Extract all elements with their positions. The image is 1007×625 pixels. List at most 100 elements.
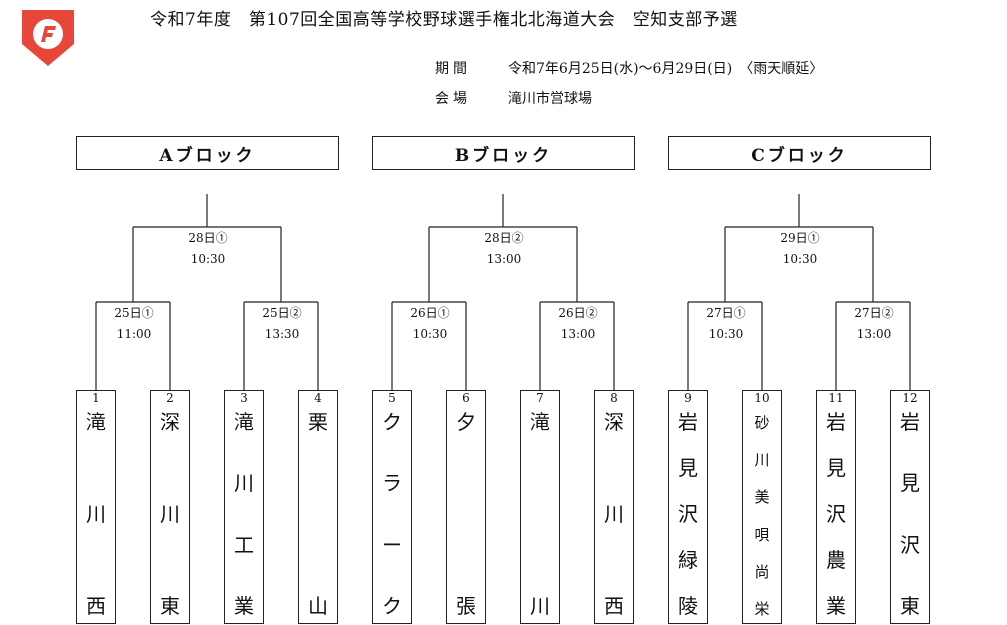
- game-label-semi-b2: 26日② 13:00: [533, 303, 623, 345]
- team-name-char: 岩: [678, 410, 698, 434]
- team-box: 11 岩見沢農業: [816, 390, 856, 624]
- game-date: 29日①: [780, 231, 820, 245]
- team-name-char: ー: [382, 532, 402, 557]
- team-name-char: 東: [160, 594, 180, 618]
- team-name-char: 川: [754, 451, 770, 470]
- team-number: 12: [902, 391, 918, 405]
- game-time: 13:00: [856, 327, 892, 341]
- venue-label: 会場: [435, 91, 471, 107]
- game-label-final-b: 28日② 13:00: [459, 228, 549, 270]
- team-box: 2 深川東: [150, 390, 190, 624]
- team-name-char: 唄: [754, 525, 770, 544]
- team-name-char: 農: [826, 548, 846, 572]
- team-box: 7 滝川: [520, 390, 560, 624]
- team-name-char: ラ: [382, 471, 402, 496]
- team-name-char: 沢: [826, 502, 846, 526]
- game-label-semi-a2: 25日② 13:30: [237, 303, 327, 345]
- team-box: 10 砂川美唄尚栄: [742, 390, 782, 624]
- team-name-char: 夕: [456, 410, 476, 434]
- team-name-char: 川: [604, 502, 624, 526]
- period-label: 期間: [435, 61, 471, 77]
- team-name-char: 深: [160, 410, 180, 434]
- team-name: 滝川西: [77, 409, 115, 619]
- team-number: 4: [314, 391, 322, 405]
- game-date: 26日①: [410, 306, 450, 320]
- team-name-char: 西: [86, 594, 106, 618]
- team-name-char: 緑: [678, 548, 698, 572]
- team-name-char: 美: [754, 488, 770, 507]
- team-name: 岩見沢農業: [817, 409, 855, 619]
- team-name: クラーク: [373, 409, 411, 619]
- team-name-char: 見: [826, 456, 846, 480]
- game-date: 25日②: [262, 306, 302, 320]
- team-name-char: 張: [456, 594, 476, 618]
- team-name: 深川東: [151, 409, 189, 619]
- team-name-char: 川: [530, 594, 550, 618]
- team-number: 3: [240, 391, 248, 405]
- game-date: 27日①: [706, 306, 746, 320]
- team-name-char: 尚: [754, 562, 770, 581]
- team-number: 9: [684, 391, 692, 405]
- team-number: 11: [828, 391, 844, 405]
- game-time: 11:00: [116, 327, 152, 341]
- team-name-char: 岩: [900, 410, 920, 434]
- team-name-char: 滝: [86, 410, 106, 434]
- team-name-char: 陵: [678, 594, 698, 618]
- game-label-final-a: 28日① 10:30: [163, 228, 253, 270]
- team-name: 岩見沢東: [891, 409, 929, 619]
- game-time: 13:30: [264, 327, 300, 341]
- team-name-char: 滝: [234, 410, 254, 434]
- team-name-char: 西: [604, 594, 624, 618]
- team-number: 5: [388, 391, 396, 405]
- team-name-char: 工: [234, 532, 254, 557]
- team-number: 7: [536, 391, 544, 405]
- team-name-char: 業: [826, 594, 846, 618]
- block-header-a: Aブロック: [76, 136, 339, 170]
- team-name-char: 砂: [754, 414, 770, 432]
- team-name-char: 栗: [308, 410, 328, 434]
- game-date: 28日②: [484, 231, 524, 245]
- game-date: 28日①: [188, 231, 228, 245]
- period-value: 令和7年6月25日(水)～6月29日(日) 〈雨天順延〉: [508, 61, 824, 77]
- team-name: 夕張: [447, 409, 485, 619]
- team-name: 岩見沢緑陵: [669, 409, 707, 619]
- team-number: 1: [92, 391, 100, 405]
- team-name: 栗山: [299, 409, 337, 619]
- team-name: 深川西: [595, 409, 633, 619]
- game-label-semi-c2: 27日② 13:00: [829, 303, 919, 345]
- team-name-char: ク: [382, 410, 402, 434]
- team-name-char: 業: [234, 593, 254, 618]
- page-title: 令和7年度 第107回全国高等学校野球選手権北北海道大会 空知支部予選: [150, 10, 738, 30]
- team-box: 8 深川西: [594, 390, 634, 624]
- team-box: 9 岩見沢緑陵: [668, 390, 708, 624]
- team-name-char: 川: [234, 471, 254, 496]
- team-name-char: 見: [900, 471, 920, 496]
- game-label-semi-a1: 25日① 11:00: [89, 303, 179, 345]
- team-number: 10: [754, 391, 770, 405]
- team-name-char: 岩: [826, 410, 846, 434]
- game-date: 27日②: [854, 306, 894, 320]
- game-time: 13:00: [486, 252, 522, 266]
- team-name-char: ク: [382, 593, 402, 618]
- team-name-char: 沢: [678, 502, 698, 526]
- team-name-char: 深: [604, 410, 624, 434]
- venue-value: 滝川市営球場: [508, 91, 592, 107]
- team-name: 滝川工業: [225, 409, 263, 619]
- team-name-char: 見: [678, 456, 698, 480]
- team-name-char: 栄: [754, 599, 770, 618]
- team-name-char: 沢: [900, 532, 920, 557]
- team-name: 砂川美唄尚栄: [743, 413, 781, 619]
- team-name-char: 滝: [530, 410, 550, 434]
- team-number: 2: [166, 391, 174, 405]
- block-header-b: Bブロック: [372, 136, 635, 170]
- game-label-semi-c1: 27日① 10:30: [681, 303, 771, 345]
- team-box: 3 滝川工業: [224, 390, 264, 624]
- team-name-char: 東: [900, 593, 920, 618]
- game-time: 10:30: [782, 252, 818, 266]
- team-box: 4 栗山: [298, 390, 338, 624]
- team-number: 8: [610, 391, 618, 405]
- team-name-char: 川: [86, 502, 106, 526]
